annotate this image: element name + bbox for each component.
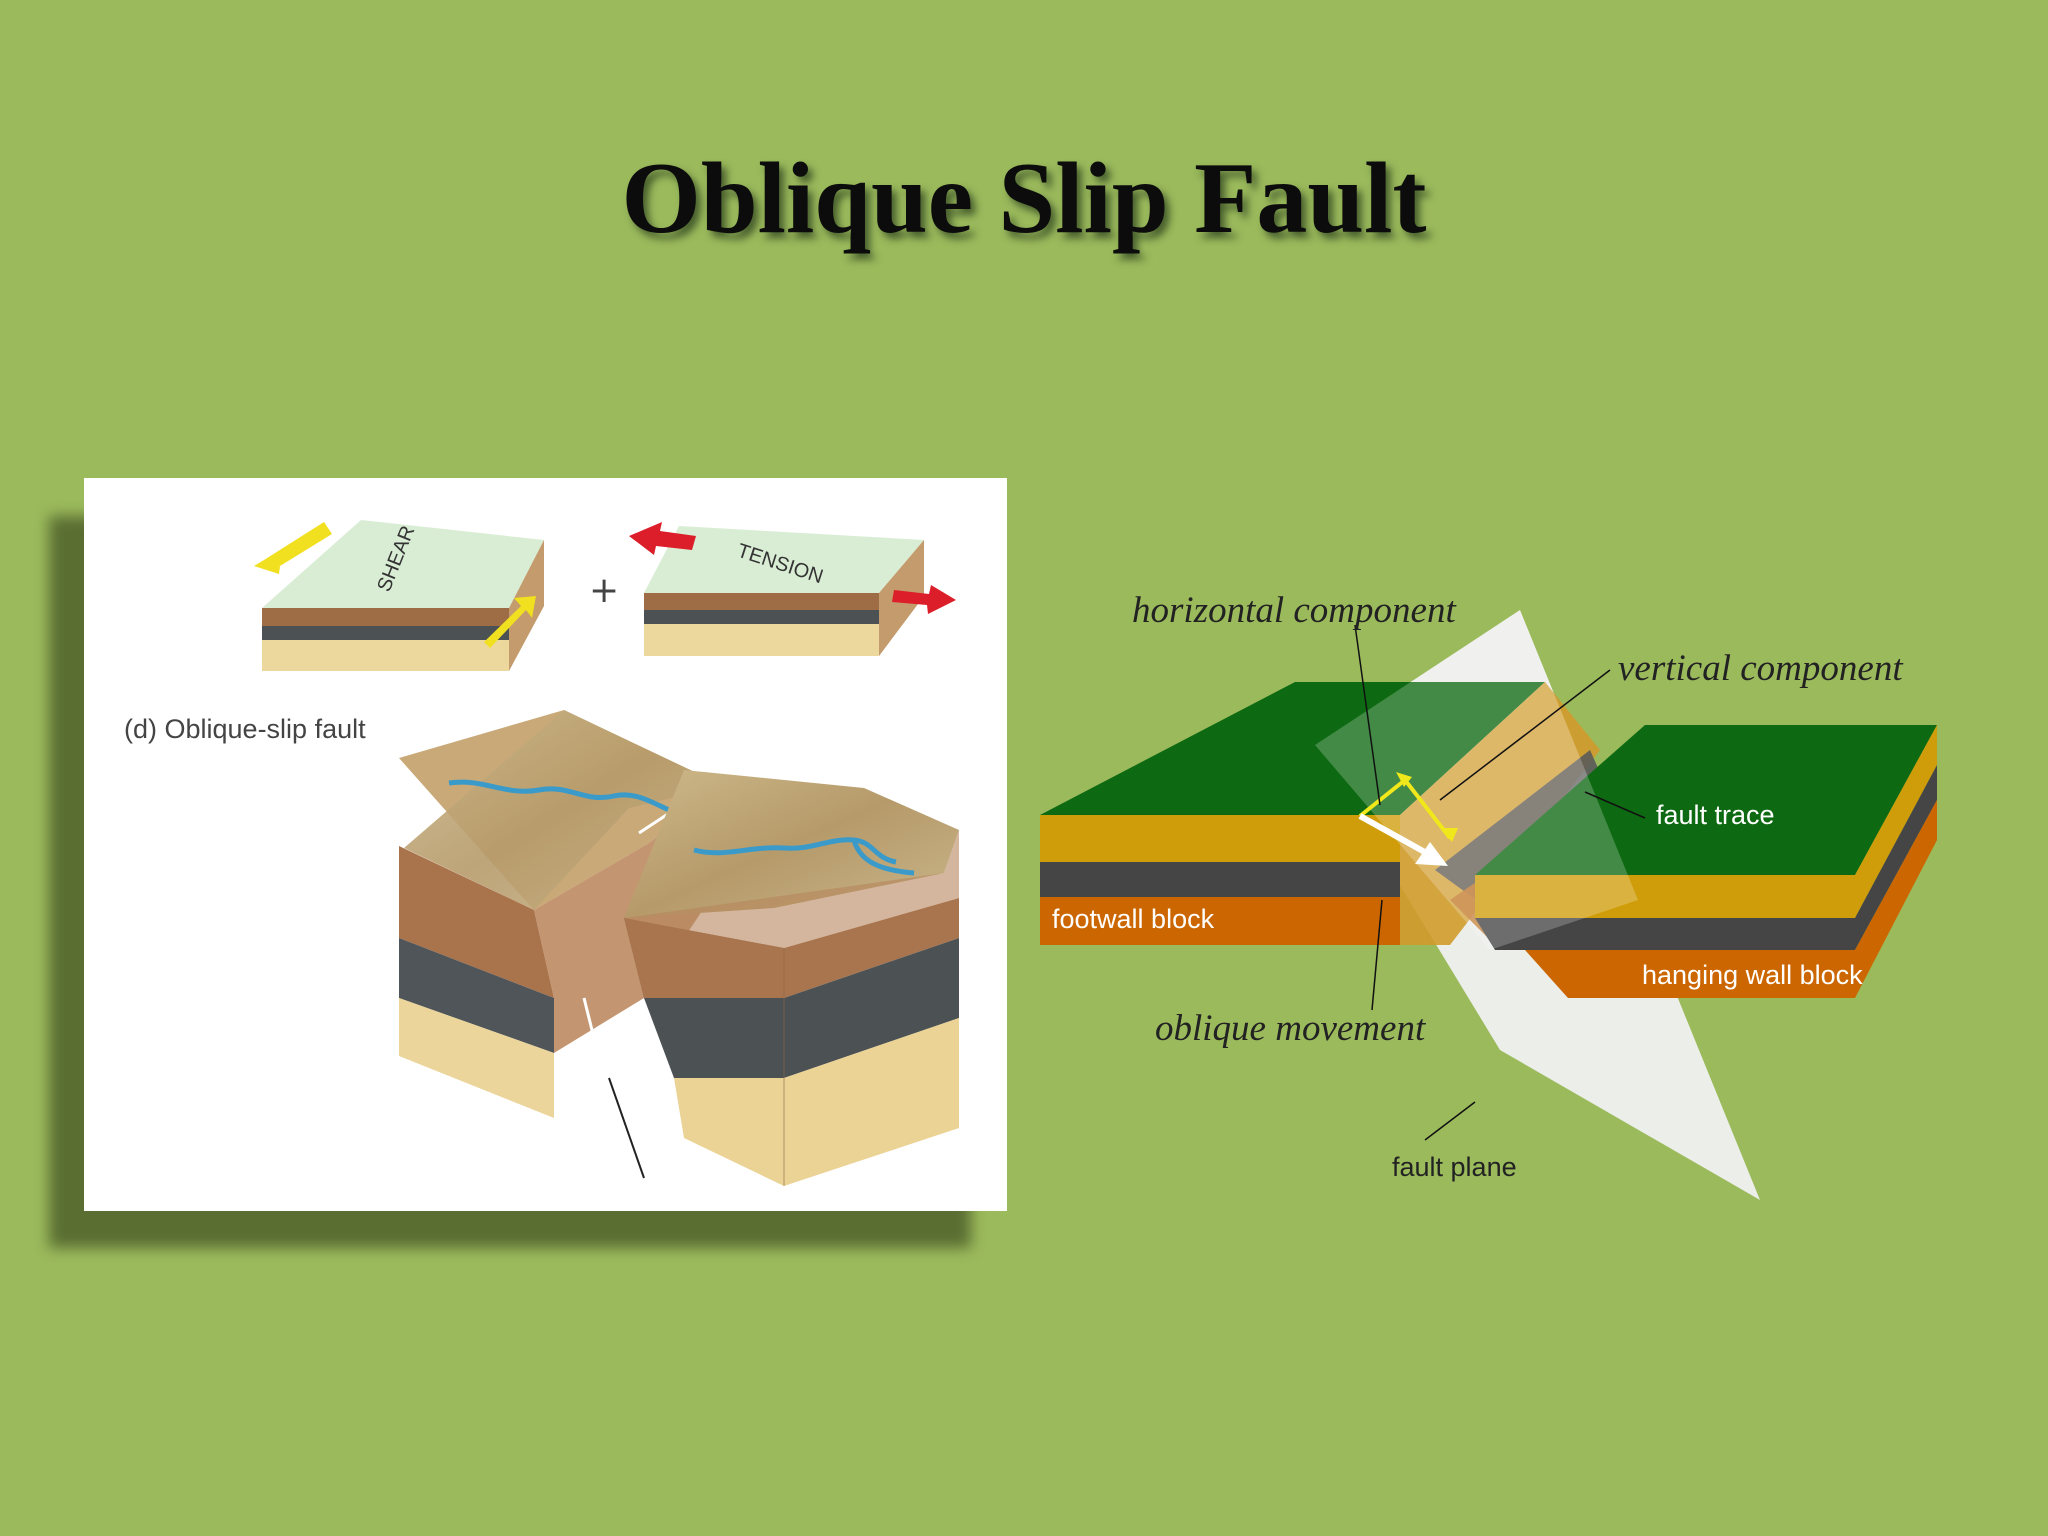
fault-line (608, 1077, 645, 1179)
label-fault-trace: fault trace (1656, 800, 1775, 830)
shear-block: SHEAR (254, 520, 544, 671)
oblique-movement-arrow (1358, 813, 1432, 858)
label-footwall-block: footwall block (1052, 904, 1215, 934)
leader-lines (1354, 624, 1646, 1141)
slip-arrow-vertical (582, 997, 601, 1059)
hanging-wall-block-3d (582, 770, 959, 1186)
tension-block: TENSION (629, 522, 956, 656)
slip-vectors (1358, 772, 1458, 866)
footwall-block (1040, 682, 1625, 945)
shear-arrow-right (484, 596, 536, 648)
tension-arrow-right (892, 585, 956, 614)
slide-title: Oblique Slip Fault (621, 142, 1427, 255)
label-oblique-movement: oblique movement (1155, 1008, 1427, 1049)
shear-arrow-left (254, 522, 332, 574)
river (693, 837, 915, 876)
hanging-wall-block (1475, 725, 1937, 998)
label-vertical-component: vertical component (1618, 648, 1904, 689)
plus-sign: + (589, 570, 619, 611)
oblique-slip-figure: SHEAR + TENSION (d) Oblique-slip fault (84, 478, 1007, 1211)
label-hanging-wall-block: hanging wall block (1642, 960, 1863, 990)
river (448, 779, 685, 819)
label-fault-plane: fault plane (1392, 1152, 1517, 1182)
label-horizontal-component: horizontal component (1132, 590, 1457, 631)
oblique-fault-block-diagram: horizontal component vertical component … (1020, 570, 2020, 1260)
figure-caption: (d) Oblique-slip fault (124, 714, 366, 744)
tension-arrow-left (629, 522, 696, 555)
